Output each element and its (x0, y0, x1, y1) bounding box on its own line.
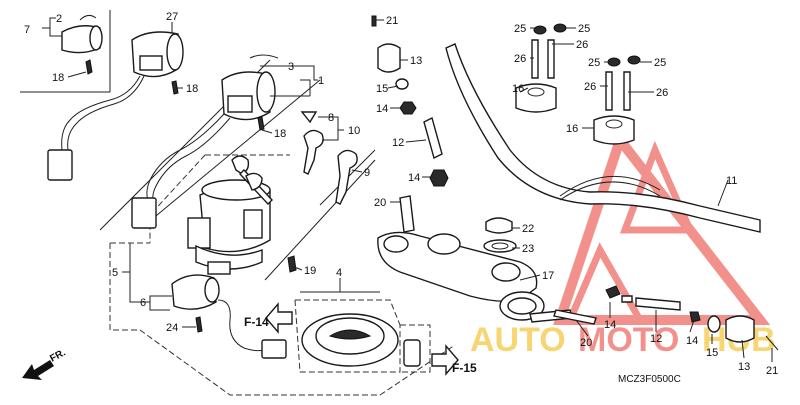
callout-21: 21 (386, 15, 398, 27)
watermark-moto: MOTO (578, 321, 679, 359)
callout-6: 6 (140, 297, 146, 309)
washers-part-25 (533, 23, 641, 67)
callout-14: 14 (686, 335, 698, 347)
callout-4: 4 (336, 267, 342, 279)
switch-cover-part-2 (61, 14, 103, 75)
front-direction-arrow: FR. (22, 347, 68, 380)
immobilizer-part-6 (171, 274, 287, 359)
callout-12: 12 (650, 333, 662, 345)
steering-parts (371, 15, 449, 233)
holder-part-16-right (593, 115, 635, 145)
callout-26: 26 (514, 53, 526, 65)
callout-25: 25 (578, 23, 590, 35)
bolts-part-26 (531, 39, 631, 111)
callout-20: 20 (374, 197, 386, 209)
callout-17: 17 (542, 270, 554, 282)
key-part-9 (335, 149, 358, 205)
bolt-part-19 (287, 255, 297, 273)
callout-27: 27 (166, 11, 178, 23)
key-part-8 (300, 111, 324, 175)
cover-part-4 (301, 313, 421, 367)
front-label: FR. (48, 347, 68, 364)
ref-arrow-f14: F-14 (244, 302, 293, 334)
callout-26: 26 (584, 81, 596, 93)
callout-18: 18 (52, 72, 64, 84)
callout-20: 20 (580, 337, 592, 349)
callout-15: 15 (376, 83, 388, 95)
callout-7: 7 (24, 24, 30, 36)
callout-24: 24 (166, 322, 178, 334)
callout-8: 8 (328, 112, 334, 124)
watermark-auto: AUTO (470, 321, 566, 359)
callout-12: 12 (392, 137, 404, 149)
callout-5: 5 (112, 267, 118, 279)
switch-unit-part-1 (131, 54, 279, 229)
callout-3: 3 (288, 61, 294, 73)
holder-part-16-left (515, 83, 557, 113)
callout-26: 26 (656, 87, 668, 99)
callout-14: 14 (408, 172, 420, 184)
callout-13: 13 (410, 55, 422, 67)
switch-unit-part-27 (47, 31, 184, 181)
callout-2: 2 (56, 13, 62, 25)
callout-18: 18 (274, 128, 286, 140)
callout-16: 16 (512, 83, 524, 95)
callout-23: 23 (522, 243, 534, 255)
end-weight-assembly (553, 285, 779, 351)
callout-22: 22 (522, 223, 534, 235)
callout-15: 15 (706, 347, 718, 359)
ref-f14-label: F-14 (244, 315, 269, 329)
callout-18: 18 (186, 83, 198, 95)
callout-21: 21 (766, 365, 778, 377)
handlebar-part-11 (445, 43, 761, 233)
callout-labels: 7 2 18 27 18 3 1 18 8 10 9 5 6 24 4 19 2… (24, 11, 778, 377)
callout-26: 26 (576, 39, 588, 51)
diagram-code: MCZ3F0500C (618, 374, 681, 385)
assembly-outlines (109, 154, 456, 396)
callout-25: 25 (654, 57, 666, 69)
callout-14: 14 (376, 103, 388, 115)
callout-11: 11 (726, 175, 737, 187)
callout-25: 25 (588, 57, 600, 69)
callout-1: 1 (318, 75, 324, 87)
callout-10: 10 (348, 125, 360, 137)
callout-14: 14 (604, 319, 616, 331)
ref-arrow-f15: F-15 (431, 344, 477, 376)
top-bridge-part-17 (377, 217, 573, 323)
callout-25: 25 (514, 23, 526, 35)
callout-13: 13 (738, 361, 750, 373)
ignition-switch-part-5 (187, 155, 273, 275)
callout-9: 9 (364, 167, 370, 179)
leader-lines (42, 17, 773, 362)
callout-19: 19 (304, 265, 316, 277)
ref-f15-label: F-15 (452, 361, 477, 375)
callout-16: 16 (566, 123, 578, 135)
